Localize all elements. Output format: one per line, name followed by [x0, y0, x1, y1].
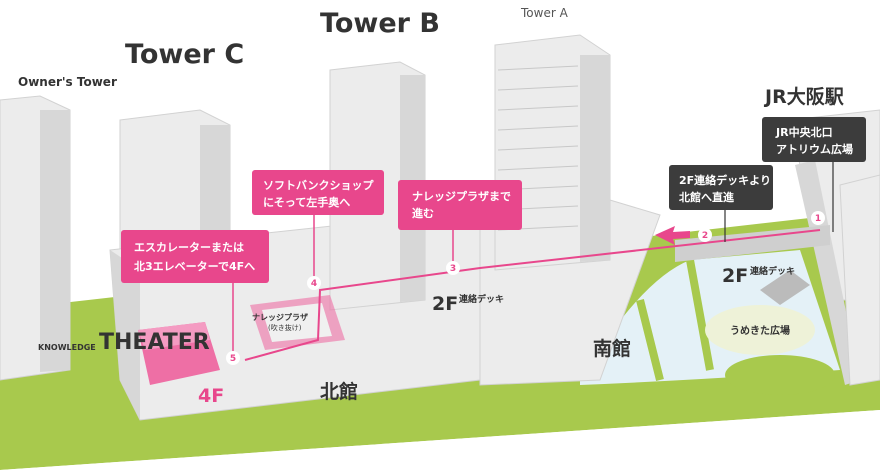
svg-text:2F連絡デッキより: 2F連絡デッキより [679, 173, 771, 187]
step-markers: 1 2 3 4 5 [226, 211, 825, 365]
knowledge-label: KNOWLEDGE [38, 343, 96, 352]
svg-text:北館へ直進: 北館へ直進 [679, 190, 735, 204]
deck-label-east: 連絡デッキ [750, 265, 795, 277]
minami-building [479, 34, 661, 386]
svg-text:進む: 進む [412, 206, 434, 220]
svg-text:ナレッジプラザまで: ナレッジプラザまで [412, 189, 511, 203]
step-1: 1 [815, 214, 821, 224]
svg-text:JR中央北口: JR中央北口 [775, 125, 833, 139]
callout-step4: ソフトバンクショップ にそって左手奥へ [252, 170, 384, 215]
svg-text:ソフトバンクショップ: ソフトバンクショップ [263, 178, 375, 192]
deck-label: 連絡デッキ [459, 293, 504, 305]
step-2: 2 [702, 231, 708, 241]
svg-text:にそって左手奥へ: にそって左手奥へ [263, 195, 350, 209]
route-line [244, 229, 821, 361]
knowledge-plaza-label: ナレッジプラザ [252, 312, 308, 322]
kita-label: 北館 [320, 380, 358, 403]
owners-tower [0, 95, 71, 381]
callout-step3: ナレッジプラザまで 進む [398, 180, 522, 230]
tower-c-label: Tower C [125, 39, 244, 70]
deck [675, 225, 830, 262]
svg-text:北3エレベーターで4Fへ: 北3エレベーターで4Fへ [134, 259, 255, 273]
floor-2f-label: 2F [432, 293, 458, 315]
step-5: 5 [230, 354, 236, 364]
callout-step1: JR中央北口 アトリウム広場 [762, 117, 866, 162]
minami-label: 南館 [593, 337, 631, 360]
callout-step2: 2F連絡デッキより 北館へ直進 [669, 165, 773, 210]
direction-arrow [655, 226, 690, 245]
jr-osaka-label: JR大阪駅 [763, 85, 845, 108]
theater-label: THEATER [99, 330, 210, 355]
svg-text:エスカレーターまたは: エスカレーターまたは [134, 241, 244, 254]
owners-tower-label: Owner's Tower [18, 75, 117, 89]
floor-4f-label: 4F [198, 385, 224, 407]
knowledge-plaza-sub: (吹き抜け) [268, 323, 302, 332]
umekita-label: うめきた広場 [730, 324, 790, 337]
ground-white [0, 410, 880, 470]
floor-2f-label-east: 2F [722, 265, 748, 287]
callout-step5: エスカレーターまたは 北3エレベーターで4Fへ [121, 230, 269, 283]
step-4: 4 [311, 279, 317, 289]
tower-a-label: Tower A [520, 6, 569, 20]
svg-text:アトリウム広場: アトリウム広場 [776, 142, 853, 156]
tower-b-label: Tower B [320, 8, 440, 39]
step-3: 3 [450, 264, 456, 274]
umekita-plaza [705, 305, 815, 355]
